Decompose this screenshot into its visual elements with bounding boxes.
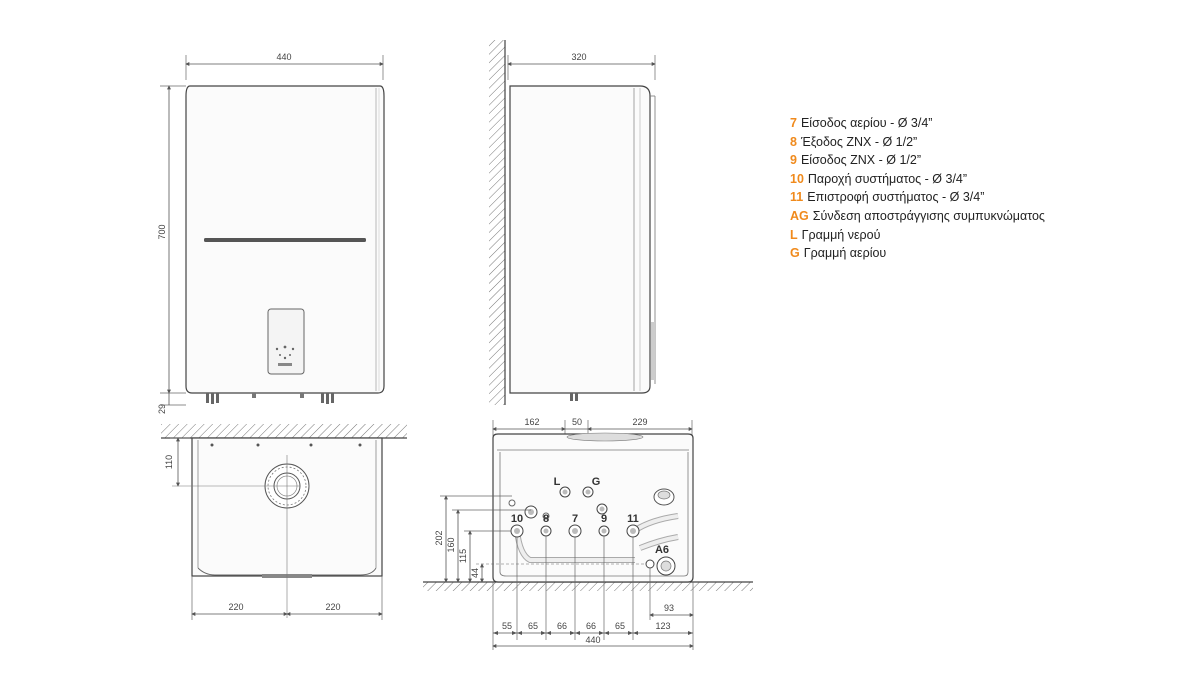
- conn-label-7: 7: [572, 513, 578, 525]
- conn-label-8: 8: [543, 513, 549, 525]
- dim-top-offset: 110: [164, 455, 174, 469]
- legend-code: 11: [790, 190, 804, 205]
- dim-s-65b: 65: [615, 621, 625, 631]
- legend-text: Σύνδεση αποστράγγισης συμπυκνώματος: [812, 208, 1045, 223]
- legend-code: AG: [790, 208, 809, 223]
- legend-code: L: [790, 227, 798, 242]
- dim-s-65a: 65: [528, 621, 538, 631]
- front-view: 440 700 29: [157, 52, 385, 414]
- dim-half-left: 220: [228, 602, 243, 612]
- legend-code: 8: [790, 134, 797, 149]
- legend-text: Είσοδος αερίου - Ø 3/4”: [800, 116, 933, 130]
- dim-h-115: 115: [458, 549, 468, 563]
- conn-label-g: G: [592, 476, 601, 488]
- legend-text: Γραμμή αερίου: [803, 246, 887, 261]
- dim-side-depth: 320: [571, 52, 586, 62]
- dim-s-66b: 66: [586, 621, 596, 631]
- legend-text: Είσοδος ZNX - Ø 1/2”: [800, 153, 921, 168]
- legend-code: 10: [790, 171, 804, 186]
- conn-label-11: 11: [627, 513, 639, 525]
- dim-conn-top-right: 229: [632, 417, 647, 427]
- legend-text: Παροχή συστήματος - Ø 3/4”: [807, 171, 968, 186]
- legend-code: 7: [790, 116, 797, 130]
- dim-s-55: 55: [502, 621, 512, 631]
- dim-h-44: 44: [470, 568, 480, 578]
- dim-h-160: 160: [446, 537, 456, 552]
- dim-h-202: 202: [434, 530, 444, 545]
- dim-front-width: 440: [276, 52, 291, 62]
- conn-label-9: 9: [601, 513, 607, 525]
- dim-s-66a: 66: [557, 621, 567, 631]
- conn-label-10: 10: [511, 513, 523, 525]
- dim-bottom-total: 440: [585, 635, 600, 645]
- dim-half-right: 220: [325, 602, 340, 612]
- bottom-view: 162 50 229 L G: [423, 417, 753, 650]
- dim-front-height: 700: [157, 224, 167, 239]
- dim-right-93: 93: [664, 603, 674, 613]
- dim-conn-top-left: 162: [524, 417, 539, 427]
- side-view: 320: [489, 40, 656, 405]
- connection-row: [510, 524, 640, 538]
- legend-code: G: [790, 246, 800, 261]
- conn-label-a6: A6: [655, 544, 669, 556]
- conn-label-l: L: [554, 476, 561, 488]
- legend-text: Γραμμή νερού: [801, 227, 881, 242]
- legend-text: Επιστροφή συστήματος - Ø 3/4”: [807, 190, 985, 205]
- top-view: 110 220 220: [161, 424, 407, 620]
- dim-s-123: 123: [655, 621, 670, 631]
- legend-code: 9: [790, 153, 797, 168]
- dim-bottom-gap: 29: [157, 404, 167, 414]
- legend-text: Έξοδος ZNX - Ø 1/2”: [800, 134, 918, 149]
- dim-conn-top-mid: 50: [572, 417, 582, 427]
